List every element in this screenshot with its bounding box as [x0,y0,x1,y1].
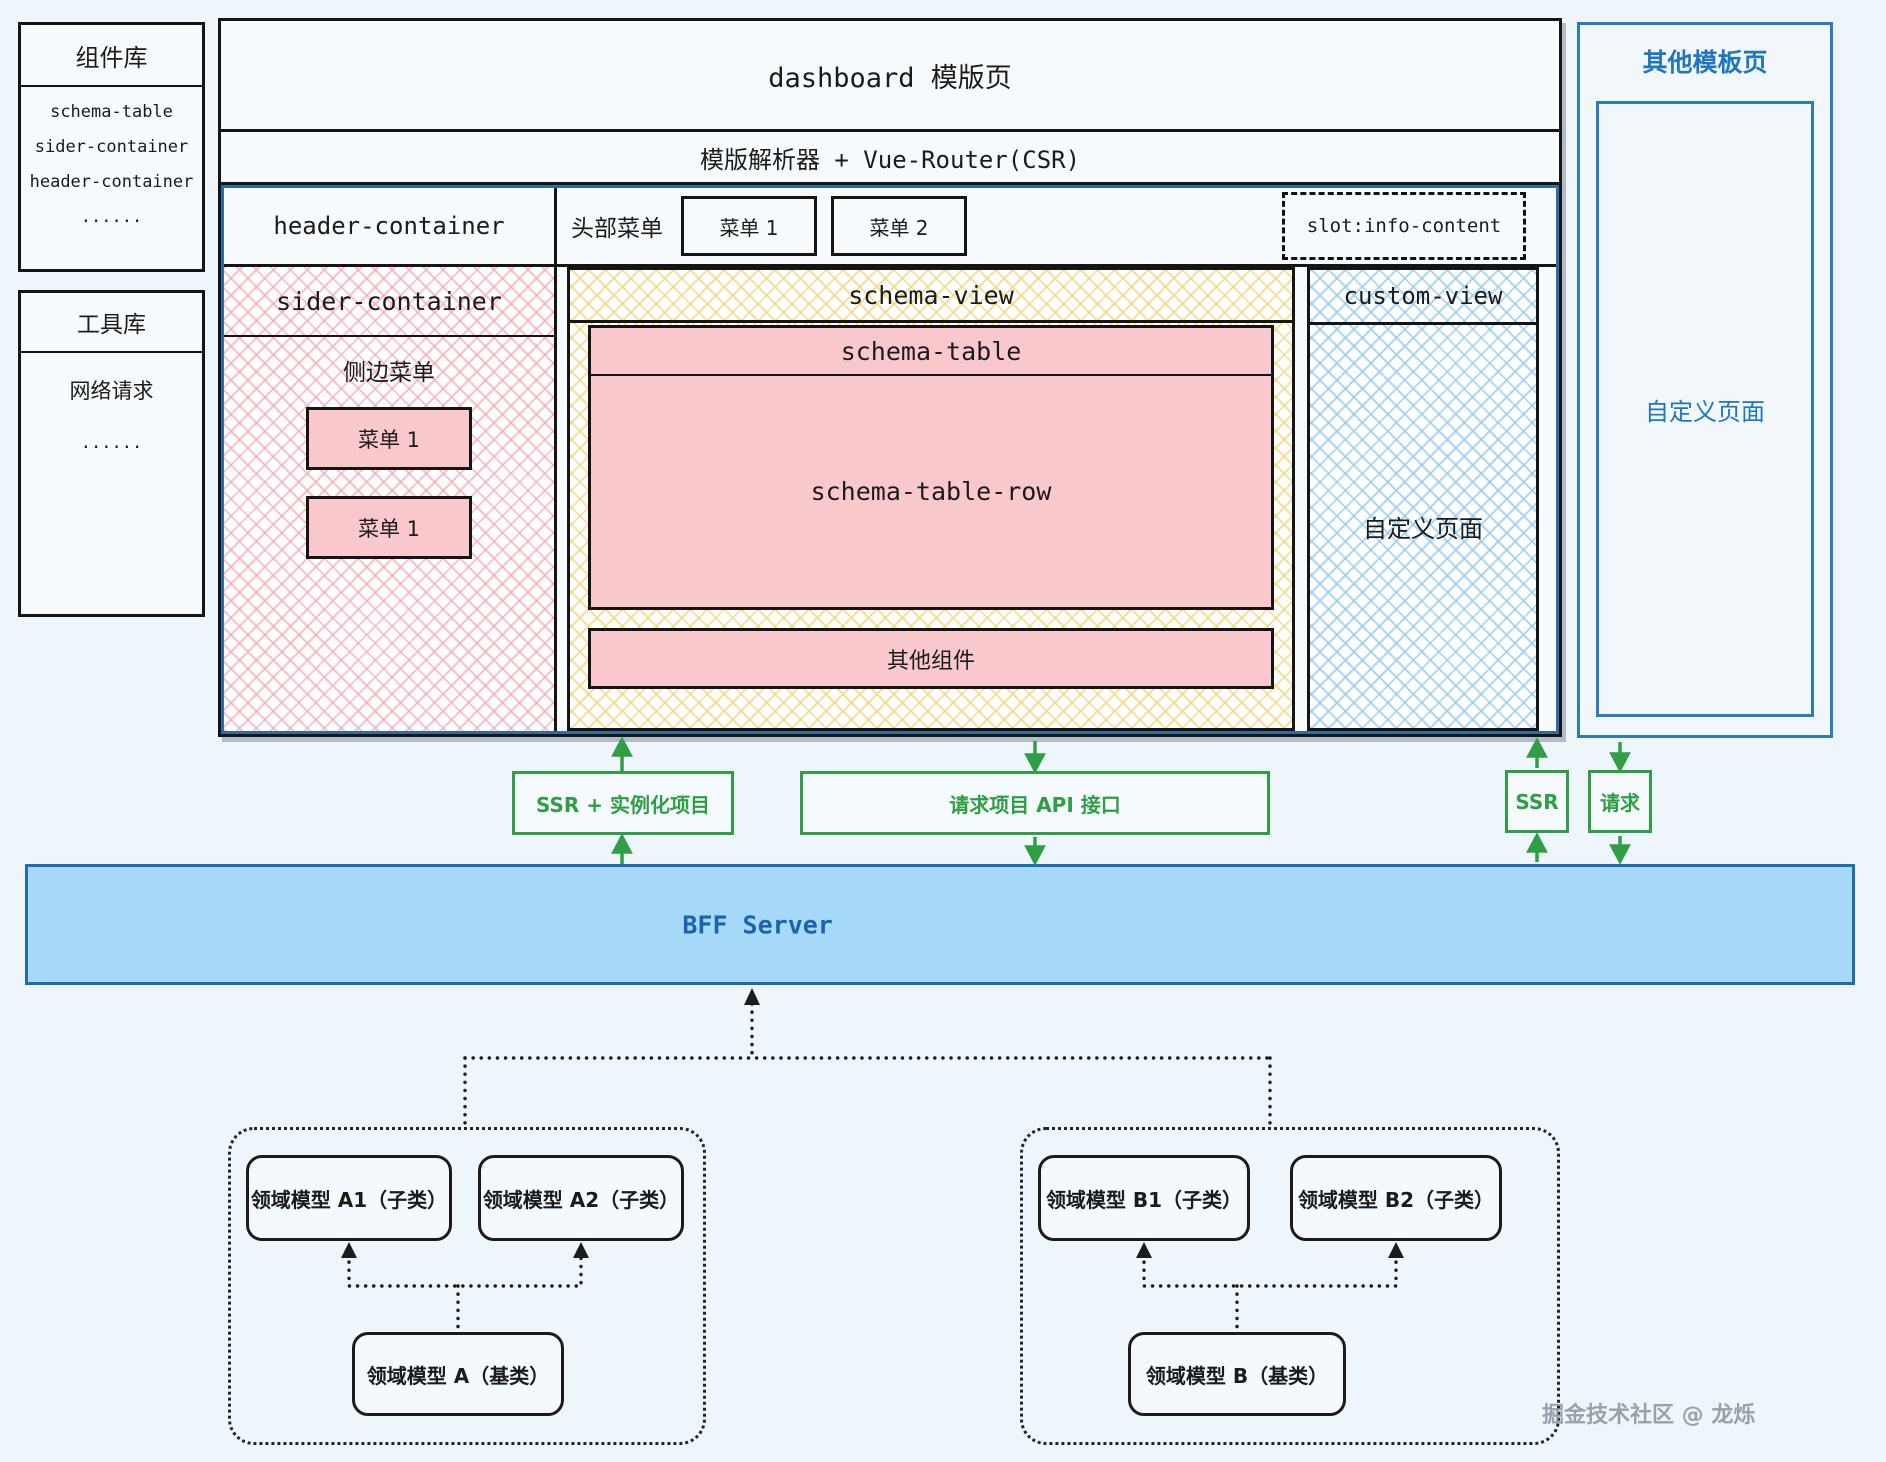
domain-model-b1: 领域模型 B1（子类） [1038,1155,1250,1241]
header-menu-item-1[interactable]: 菜单 1 [681,196,817,256]
request-box: 请求 [1588,770,1652,833]
header-menu-item-2[interactable]: 菜单 2 [831,196,967,256]
dashboard-title: dashboard 模版页 [221,21,1559,132]
body-row: sider-container 侧边菜单 菜单 1 菜单 1 schema-vi… [224,267,1556,731]
custom-view: custom-view 自定义页面 [1307,267,1539,731]
tool-library-box: 工具库 网络请求 ...... [18,290,205,617]
tool-library-title: 工具库 [21,293,202,353]
library-item: header-container [29,172,194,192]
slot-info-content: slot:info-content [1282,192,1526,260]
component-library-title: 组件库 [21,25,202,87]
library-item: schema-table [50,102,173,122]
domain-model-a2: 领域模型 A2（子类） [478,1155,684,1241]
tool-item: ...... [80,433,143,453]
domain-model-a1: 领域模型 A1（子类） [246,1155,452,1241]
other-components-bar: 其他组件 [588,628,1274,689]
schema-view-label: schema-view [570,270,1292,323]
bff-server-label: BFF Server [682,910,833,939]
sider-menu-item-1[interactable]: 菜单 1 [306,407,472,470]
sider-container: sider-container 侧边菜单 菜单 1 菜单 1 [224,267,557,731]
watermark: 掘金技术社区 @ 龙烁 [1542,1403,1756,1428]
dashboard-template-container: dashboard 模版页 模版解析器 + Vue-Router(CSR) he… [218,18,1562,737]
domain-model-a-base: 领域模型 A（基类） [352,1332,564,1416]
ssr-instantiate-box: SSR + 实例化项目 [512,771,734,835]
other-template-panel: 其他模板页 自定义页面 [1577,22,1833,738]
ssr-box: SSR [1505,770,1569,833]
page-section: header-container 头部菜单 菜单 1 菜单 2 slot:inf… [221,185,1559,734]
domain-group-b [1020,1127,1560,1445]
other-template-title: 其他模板页 [1642,48,1768,77]
schema-table-label: schema-table [591,328,1271,376]
sider-menu-item-2[interactable]: 菜单 1 [306,496,472,559]
sider-container-label: sider-container [224,267,554,337]
schema-table: schema-table schema-table-row [588,325,1274,610]
custom-view-body: 自定义页面 [1363,515,1483,543]
library-item: sider-container [34,137,189,157]
schema-view: schema-view schema-table schema-table-ro… [567,267,1295,731]
header-row: header-container 头部菜单 菜单 1 菜单 2 slot:inf… [224,188,1556,267]
component-library-box: 组件库 schema-table sider-container header-… [18,22,205,272]
library-item: ...... [80,207,143,227]
template-parser-row: 模版解析器 + Vue-Router(CSR) [221,132,1559,185]
sider-menu-title: 侧边菜单 [343,360,435,386]
domain-model-b2: 领域模型 B2（子类） [1290,1155,1502,1241]
schema-table-row: schema-table-row [810,476,1052,506]
custom-view-label: custom-view [1310,270,1536,325]
request-api-box: 请求项目 API 接口 [800,771,1270,835]
tool-item: 网络请求 [69,379,154,403]
header-menu-label: 头部菜单 [571,216,663,242]
domain-model-b-base: 领域模型 B（基类） [1128,1332,1346,1416]
other-template-body: 自定义页面 [1596,101,1814,717]
domain-group-a [228,1127,706,1445]
header-container-cell: header-container [224,188,557,264]
bff-server-bar: BFF Server [25,864,1855,985]
